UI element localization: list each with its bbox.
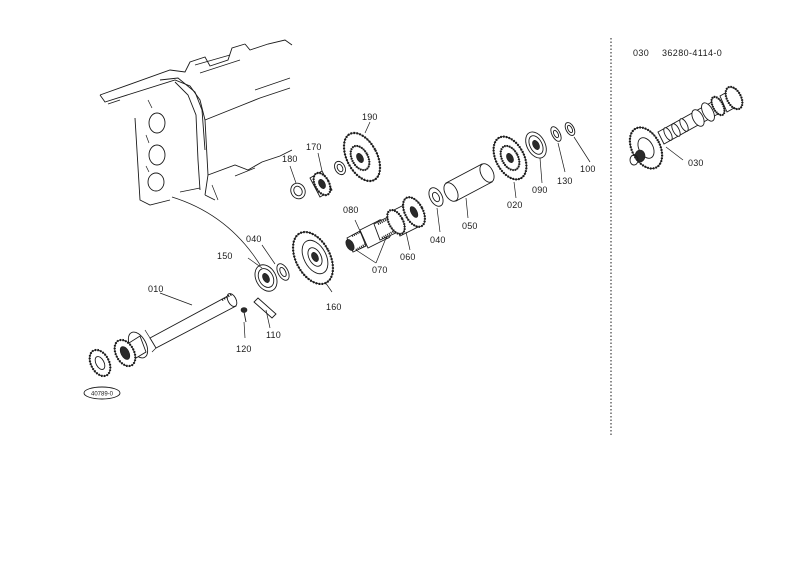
reference-code: 40789-0 [91, 392, 114, 398]
callout-050: 050 [462, 221, 478, 231]
callout-100: 100 [580, 164, 596, 174]
assembled-kit-030 [628, 85, 744, 170]
reference-badge: 40789-0 [83, 386, 121, 400]
needle-bearing-070 [345, 230, 367, 253]
gear-190 [342, 131, 382, 183]
callout-120: 120 [236, 344, 252, 354]
callout-080: 080 [343, 205, 359, 215]
washer-near-190 [334, 160, 346, 176]
callout-150: 150 [217, 251, 233, 261]
housing-leader-arc [171, 196, 263, 269]
main-shaft-010 [113, 293, 238, 368]
callout-170: 170 [306, 142, 322, 152]
end-gear [88, 348, 112, 378]
bearing-150 [254, 264, 278, 292]
washer-040-right [428, 187, 444, 207]
callout-090: 090 [532, 185, 548, 195]
callout-030-small: 030 [688, 158, 704, 168]
bearing-090 [525, 131, 547, 159]
kit-item-number: 030 [633, 48, 649, 58]
washer-180 [290, 182, 306, 200]
washer-130 [550, 126, 562, 142]
callout-130: 130 [557, 176, 573, 186]
key-110 [253, 297, 277, 319]
kit-header: 030 36280-4114-0 [633, 48, 722, 58]
callout-labels: 010 020 030 040 040 050 060 070 080 090 … [148, 112, 704, 354]
callout-070: 070 [372, 265, 388, 275]
callout-040-right: 040 [430, 235, 446, 245]
callout-180: 180 [282, 154, 298, 164]
leader-lines [159, 121, 591, 339]
tube-050 [443, 163, 495, 202]
callout-110: 110 [266, 330, 281, 340]
gear-170 [309, 170, 333, 198]
bolt-120 [240, 307, 248, 323]
washer-040-left [276, 263, 290, 281]
gear-020 [492, 135, 528, 181]
callout-190: 190 [362, 112, 378, 122]
callout-060: 060 [400, 252, 416, 262]
callout-040-left: 040 [246, 234, 262, 244]
gear-060 [386, 196, 427, 237]
callout-020: 020 [507, 200, 523, 210]
callout-010: 010 [148, 284, 164, 294]
housing-outline [99, 39, 293, 206]
circlip-100 [564, 122, 576, 136]
kit-part-number: 36280-4114-0 [662, 48, 722, 58]
gear-160 [291, 230, 335, 286]
callout-160: 160 [326, 302, 342, 312]
